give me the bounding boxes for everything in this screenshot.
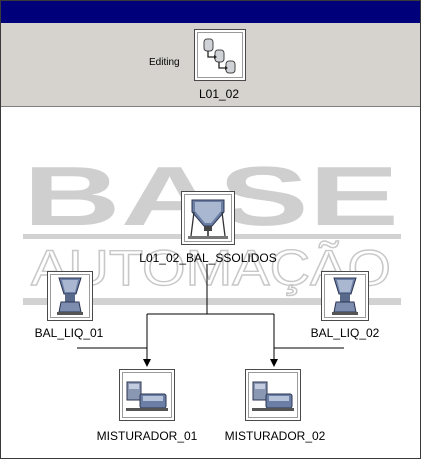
- mixer-left-label: MISTURADOR_01: [96, 429, 198, 443]
- hopper-l01-02-bal-ssolidos[interactable]: [181, 191, 235, 245]
- unit-l01-02-button[interactable]: [194, 29, 246, 81]
- unit-procedure-icon: [203, 38, 236, 74]
- unit-label: L01_02: [198, 87, 240, 101]
- mixer-icon: [126, 381, 168, 411]
- scale-bal-liq-01[interactable]: [47, 271, 93, 321]
- hopper-label: L01_02_BAL_SSOLIDOS: [139, 251, 277, 265]
- unit-header: Editing L01_02: [1, 23, 420, 107]
- scale-bal-liq-02[interactable]: [321, 271, 369, 321]
- liquid-scale-icon: [57, 277, 83, 315]
- liquid-scale-icon: [332, 277, 358, 315]
- mixer-misturador-01[interactable]: [119, 369, 175, 421]
- mixer-misturador-02[interactable]: [245, 369, 301, 421]
- scale-right-label: BAL_LIQ_02: [310, 326, 380, 340]
- title-bar: [1, 1, 420, 23]
- editing-status: Editing: [149, 57, 180, 68]
- arrow-to-mixer-01: [143, 359, 151, 367]
- scale-left-label: BAL_LIQ_01: [34, 326, 104, 340]
- hopper-icon: [188, 199, 228, 239]
- mixer-icon: [252, 381, 294, 411]
- mixer-right-label: MISTURADOR_02: [224, 429, 326, 443]
- arrow-to-mixer-02: [270, 359, 278, 367]
